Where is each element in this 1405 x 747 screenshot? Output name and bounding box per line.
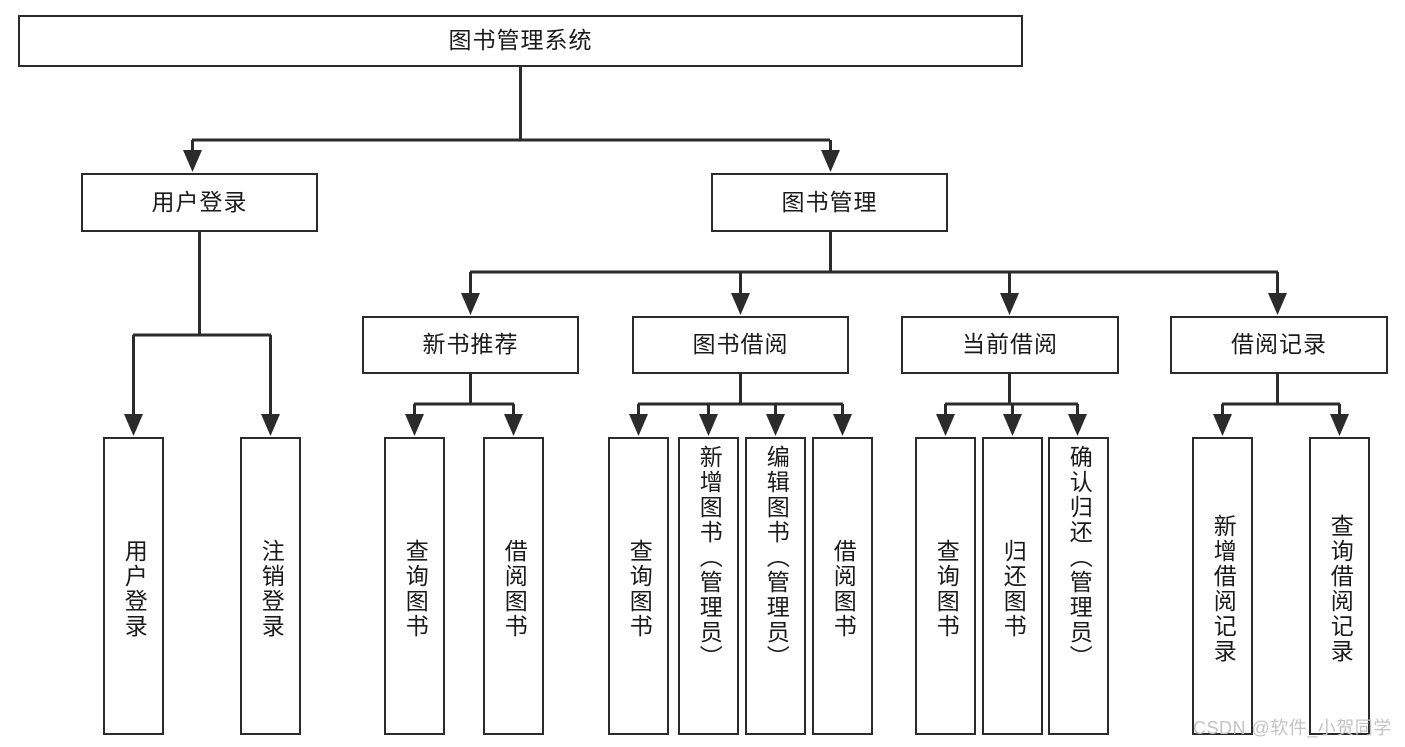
leaf-return-book[interactable]: 归还图书	[982, 437, 1043, 735]
arrow-leaf-9	[936, 414, 955, 436]
arrow-leaf-1	[124, 414, 143, 436]
leaf-query-book-recommend-label: 查询图书	[402, 539, 429, 639]
node-current-borrow-label: 当前借阅	[962, 331, 1058, 358]
arrow-book-manage	[821, 150, 840, 172]
arrow-leaf-3	[405, 414, 424, 436]
leaf-edit-book-admin[interactable]: 编辑图书（管理员）	[745, 437, 806, 735]
leaf-user-login[interactable]: 用户登录	[103, 437, 164, 735]
leaf-add-book-admin[interactable]: 新增图书（管理员）	[678, 437, 739, 735]
node-book-borrow[interactable]: 图书借阅	[632, 316, 849, 374]
leaf-query-borrow-record[interactable]: 查询借阅记录	[1309, 437, 1370, 735]
node-user-login[interactable]: 用户登录	[81, 173, 318, 232]
leaf-add-borrow-record[interactable]: 新增借阅记录	[1192, 437, 1253, 735]
csdn-watermark: CSDN @软件_小贺同学	[1193, 718, 1392, 738]
leaf-query-book-borrow[interactable]: 查询图书	[608, 437, 669, 735]
leaf-query-book-recommend[interactable]: 查询图书	[384, 437, 445, 735]
arrow-leaf-13	[1330, 414, 1349, 436]
node-borrow-record[interactable]: 借阅记录	[1170, 316, 1388, 374]
arrow-new-book	[461, 293, 480, 315]
node-root-label: 图书管理系统	[448, 27, 593, 54]
leaf-confirm-return-admin[interactable]: 确认归还（管理员）	[1048, 437, 1109, 735]
node-book-manage-label: 图书管理	[781, 188, 878, 215]
arrow-leaf-5	[629, 414, 648, 436]
leaf-borrow-book-recommend-label: 借阅图书	[501, 539, 528, 639]
node-borrow-record-label: 借阅记录	[1231, 331, 1327, 358]
node-current-borrow[interactable]: 当前借阅	[901, 316, 1119, 374]
leaf-confirm-return-admin-label: 确认归还（管理员）	[1066, 445, 1093, 670]
leaf-add-borrow-record-label: 新增借阅记录	[1210, 514, 1237, 664]
leaf-user-login-label: 用户登录	[121, 539, 148, 639]
arrow-book-borrow	[731, 293, 750, 315]
node-root[interactable]: 图书管理系统	[18, 15, 1023, 67]
leaf-return-book-label: 归还图书	[1000, 539, 1027, 639]
node-user-login-label: 用户登录	[151, 188, 248, 215]
arrow-leaf-12	[1213, 414, 1232, 436]
leaf-logout-label: 注销登录	[258, 539, 285, 639]
leaf-borrow-book[interactable]: 借阅图书	[812, 437, 873, 735]
node-new-book-recommend-label: 新书推荐	[422, 331, 519, 358]
arrow-leaf-10	[1003, 414, 1022, 436]
leaf-query-book-current[interactable]: 查询图书	[915, 437, 976, 735]
arrow-leaf-7	[766, 414, 785, 436]
leaf-edit-book-admin-label: 编辑图书（管理员）	[763, 445, 790, 670]
leaf-query-book-borrow-label: 查询图书	[626, 539, 653, 639]
leaf-query-book-current-label: 查询图书	[933, 539, 960, 639]
node-book-borrow-label: 图书借阅	[692, 331, 789, 358]
arrow-borrow-record	[1268, 293, 1287, 315]
arrow-leaf-11	[1068, 414, 1087, 436]
arrow-leaf-4	[504, 414, 523, 436]
arrow-current-borrow	[1000, 293, 1019, 315]
arrow-leaf-2	[261, 414, 280, 436]
leaf-add-book-admin-label: 新增图书（管理员）	[696, 445, 723, 670]
node-book-manage[interactable]: 图书管理	[711, 173, 948, 232]
arrow-leaf-8	[833, 414, 852, 436]
leaf-query-borrow-record-label: 查询借阅记录	[1327, 514, 1354, 664]
leaf-logout[interactable]: 注销登录	[240, 437, 301, 735]
leaf-borrow-book-label: 借阅图书	[830, 539, 857, 639]
node-new-book-recommend[interactable]: 新书推荐	[362, 316, 579, 374]
leaf-borrow-book-recommend[interactable]: 借阅图书	[483, 437, 544, 735]
arrow-user-login	[183, 150, 202, 172]
arrow-leaf-6	[699, 414, 718, 436]
